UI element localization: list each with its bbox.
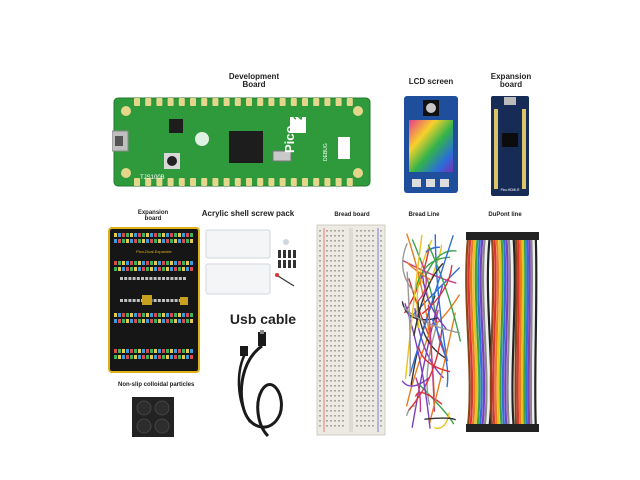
bread-board-label: Bread board xyxy=(334,212,370,218)
debug-text: DEBUG xyxy=(323,143,329,161)
pico-number-text: 2 xyxy=(291,113,305,120)
usb-cable-label: Usb cable xyxy=(229,311,297,327)
chip-id-text: TJS100B xyxy=(140,175,165,181)
acrylic-pack-label: Acrylic shell screw pack xyxy=(201,209,295,218)
expansion-board-small: Pico-HDMI-R xyxy=(491,96,529,196)
non-slip-label: Non-slip colloidal particles xyxy=(118,382,195,388)
expansion-board-top-label-line1: Expansion xyxy=(490,72,532,81)
dual-expander-board: Pico-Dual-Expander xyxy=(108,227,200,373)
development-board-label: Development Board xyxy=(218,72,290,90)
lcd-module xyxy=(404,96,458,193)
pico2-board: Pico 2 TJS100B DEBUG xyxy=(112,97,371,187)
jumper-wires xyxy=(401,233,462,429)
non-slip-pads xyxy=(132,397,174,437)
lcd-screen-label: LCD screen xyxy=(408,77,454,86)
dual-expander-text: Pico-Dual-Expander xyxy=(136,249,172,254)
usb-cable xyxy=(237,330,283,438)
expansion-board-top-label: Expansion board xyxy=(486,72,536,90)
development-board-label-line1: Development xyxy=(228,72,280,81)
bread-line-label: Bread Line xyxy=(408,212,440,218)
expansion-board-top-label-line2: board xyxy=(499,80,523,90)
dupont-line-label: DuPont line xyxy=(488,212,522,218)
expansion-small-text: Pico-HDMI-R xyxy=(501,188,520,192)
expansion-board-left-label: Expansion board xyxy=(126,210,180,223)
expansion-board-left-label-line2: board xyxy=(144,216,162,223)
acrylic-shell xyxy=(205,229,296,295)
expansion-board-left-label-line1: Expansion xyxy=(137,210,169,216)
development-board-label-line2: Board xyxy=(242,80,266,90)
dupont-wires xyxy=(465,232,539,432)
breadboard xyxy=(316,224,386,436)
